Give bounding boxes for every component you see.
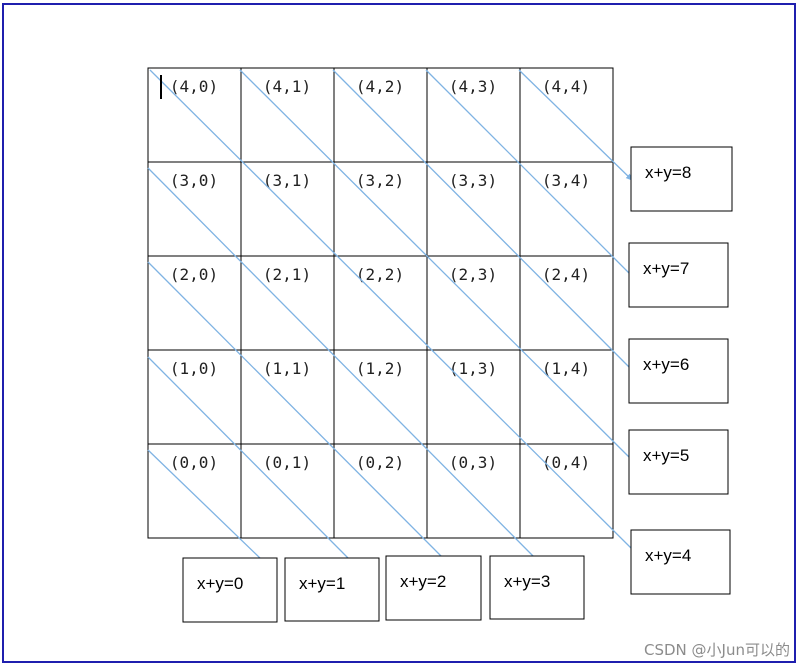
sum-box (489, 555, 585, 620)
sum-box-label: x+y=0 (197, 574, 243, 593)
cell-coordinate-label: (2,3) (449, 265, 497, 284)
sum-box-label: x+y=5 (643, 446, 689, 465)
diagonal-line (239, 69, 633, 461)
cell-coordinate-label: (4,3) (449, 77, 497, 96)
sum-box (628, 338, 729, 404)
diagonal-line (147, 261, 446, 561)
sum-box-label: x+y=2 (400, 572, 446, 591)
diagonal-line (518, 69, 633, 181)
sum-box-label: x+y=6 (643, 355, 689, 374)
cell-coordinate-label: (4,0) (170, 77, 218, 96)
cell-coordinate-label: (0,2) (356, 453, 404, 472)
sum-box-label: x+y=8 (645, 163, 691, 182)
cell-coordinate-label: (1,4) (542, 359, 590, 378)
sum-box-label: x+y=1 (299, 574, 345, 593)
cell-coordinate-label: (3,0) (170, 171, 218, 190)
grid-cells: (4,0) (4,1) (4,2) (4,3) (4,4) (3,0) (3,1) (3,2)… (147, 67, 614, 539)
cell-coordinate-label: (0,1) (263, 453, 311, 472)
cell-coordinate-label: (1,2) (356, 359, 404, 378)
diagonal-line (149, 69, 632, 549)
cell-coordinate-label: (4,2) (356, 77, 404, 96)
diagonal-line (147, 167, 538, 561)
diagonal-line (147, 356, 351, 561)
cell-coordinate-label: (2,2) (356, 265, 404, 284)
cell-coordinate-label: (3,4) (542, 171, 590, 190)
diagonal-line (332, 69, 633, 371)
sum-box-label: x+y=7 (643, 259, 689, 278)
cell-coordinate-label: (0,0) (170, 453, 218, 472)
watermark: CSDN @小Jun可以的 (644, 641, 790, 659)
sum-box (630, 529, 731, 595)
cell-coordinate-label: (2,1) (263, 265, 311, 284)
diagonal-line (425, 69, 633, 277)
sum-box-label: x+y=4 (645, 546, 691, 565)
cell-coordinate-label: (1,0) (170, 359, 218, 378)
cell-coordinate-label: (3,3) (449, 171, 497, 190)
cell-coordinate-label: (4,4) (542, 77, 590, 96)
cell-coordinate-label: (1,3) (449, 359, 497, 378)
sum-boxes: x+y=0 x+y=1 x+y=2 x+y=3 x+y=8 x+y=7 x+y=6 x+y=5… (182, 146, 733, 623)
cell-coordinate-label: (3,2) (356, 171, 404, 190)
cell-coordinate-label: (0,4) (542, 453, 590, 472)
cell-coordinate-label: (4,1) (263, 77, 311, 96)
sum-box (630, 146, 733, 212)
cell-coordinate-label: (2,0) (170, 265, 218, 284)
grid-cell (519, 443, 614, 539)
diagonal-line (147, 449, 263, 561)
sum-box (628, 242, 729, 308)
cell-coordinate-label: (3,1) (263, 171, 311, 190)
sum-box (385, 555, 482, 621)
sum-box (284, 557, 380, 622)
sum-box (628, 429, 729, 495)
cell-coordinate-label: (0,3) (449, 453, 497, 472)
sum-box (182, 557, 278, 623)
cell-coordinate-label: (1,1) (263, 359, 311, 378)
cell-coordinate-label: (2,4) (542, 265, 590, 284)
sum-box-label: x+y=3 (504, 572, 550, 591)
diagonal-lines (147, 69, 633, 561)
